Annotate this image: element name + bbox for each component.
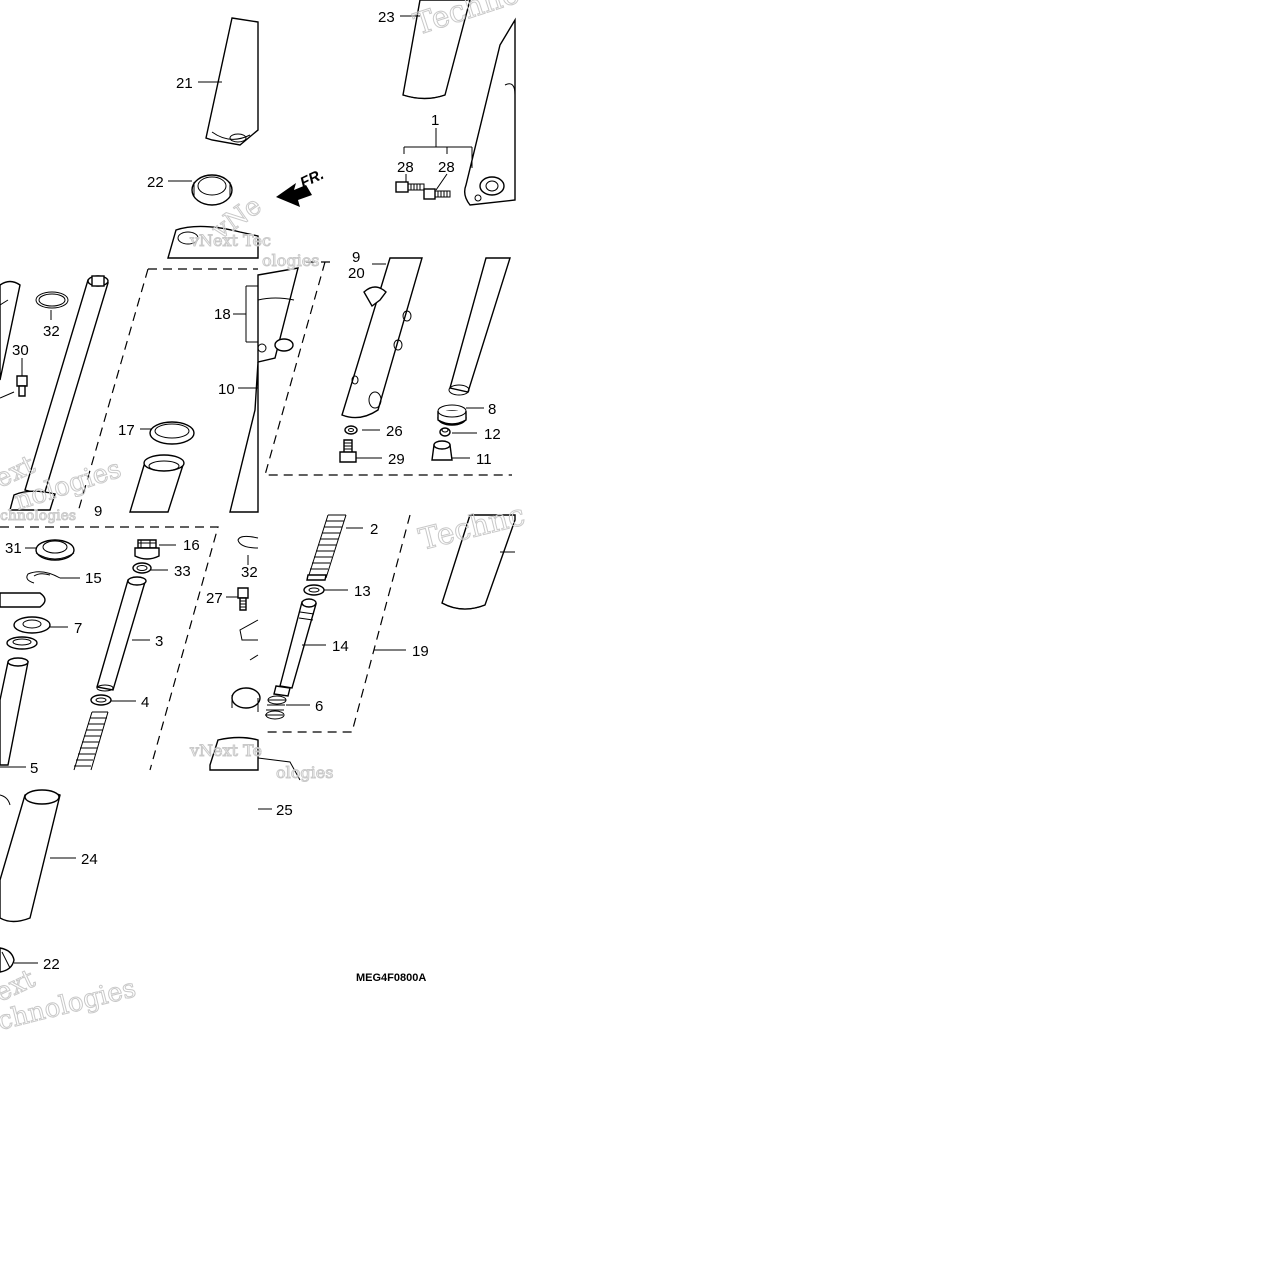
callout-16: 16 bbox=[183, 537, 200, 554]
callout-17: 17 bbox=[118, 422, 135, 439]
part-16-cap-bolt bbox=[134, 539, 160, 560]
watermark: vNext Te bbox=[189, 741, 262, 760]
callout-22-upper: 22 bbox=[147, 174, 164, 191]
part-22-bearing-lower bbox=[0, 947, 15, 973]
callout-1: 1 bbox=[431, 112, 439, 129]
part-17-seal bbox=[149, 421, 195, 445]
fork-outer-lower bbox=[239, 619, 259, 661]
watermark: ologies bbox=[276, 763, 333, 782]
watermarks: Techno vNe vNext Tec ologies ext nologie… bbox=[0, 0, 529, 1037]
callout-15: 15 bbox=[85, 570, 102, 587]
callout-labels: 23 21 1 28 28 22 FR. 20 9 18 32 30 10 8 … bbox=[5, 9, 501, 973]
callout-10: 10 bbox=[218, 381, 235, 398]
callout-25: 25 bbox=[276, 802, 293, 819]
callout-32-lower: 32 bbox=[241, 564, 258, 581]
callout-2: 2 bbox=[370, 521, 378, 538]
part-13-ring bbox=[303, 584, 325, 596]
part-2-spring bbox=[306, 514, 347, 581]
fork-cover-right-lower bbox=[441, 514, 516, 610]
callout-9-upper: 9 bbox=[352, 249, 360, 266]
part-8-collar bbox=[437, 404, 467, 426]
callout-19: 19 bbox=[412, 643, 429, 660]
callout-14: 14 bbox=[332, 638, 349, 655]
part-5-fork-tube bbox=[0, 657, 29, 766]
callout-20: 20 bbox=[348, 265, 365, 282]
bracket-1 bbox=[403, 128, 473, 168]
callout-18: 18 bbox=[214, 306, 231, 323]
part-4-washer bbox=[90, 694, 112, 706]
part-29-bolt bbox=[339, 439, 357, 463]
part-6-spring-small bbox=[265, 695, 287, 720]
part-oil-seal bbox=[0, 592, 46, 608]
callout-27: 27 bbox=[206, 590, 223, 607]
front-arrow-icon bbox=[276, 183, 312, 207]
watermark: ologies bbox=[262, 251, 319, 270]
bracket-bottom bbox=[209, 736, 301, 781]
fork-tube-right bbox=[448, 257, 511, 396]
callout-22-lower: 22 bbox=[43, 956, 60, 973]
part-15-clip bbox=[26, 571, 61, 584]
front-arrow-label: FR. bbox=[298, 166, 327, 192]
callout-11: 11 bbox=[476, 451, 492, 468]
part-10-fork-outer bbox=[229, 267, 299, 513]
bolt-28b bbox=[423, 188, 451, 200]
part-31-cap bbox=[35, 539, 75, 561]
part-32-o-ring-upper bbox=[35, 291, 69, 309]
part-11-piece bbox=[431, 440, 453, 461]
spring-lower bbox=[73, 711, 109, 771]
part-30-bolt bbox=[0, 375, 28, 399]
callout-21: 21 bbox=[176, 75, 193, 92]
part-14-rod bbox=[273, 598, 317, 697]
part-27-bolt bbox=[237, 587, 249, 611]
part-22-bearing-upper bbox=[191, 174, 233, 206]
fork-slider-middle bbox=[129, 454, 185, 513]
callout-8: 8 bbox=[488, 401, 496, 418]
bolt-28a bbox=[395, 181, 425, 193]
watermark: chnologies bbox=[0, 508, 76, 524]
part-21-fork-cover bbox=[205, 17, 259, 146]
callout-24: 24 bbox=[81, 851, 98, 868]
callout-6: 6 bbox=[315, 698, 323, 715]
part-9-fork-tube-left bbox=[9, 275, 109, 511]
part-26-washer bbox=[344, 425, 358, 435]
fork-bracket-top bbox=[167, 225, 259, 259]
part-7-washer bbox=[13, 616, 51, 634]
callout-7: 7 bbox=[74, 620, 82, 637]
callout-26: 26 bbox=[386, 423, 403, 440]
callout-12: 12 bbox=[484, 426, 501, 443]
callout-3: 3 bbox=[155, 633, 163, 650]
watermark: vNext Tec bbox=[189, 231, 271, 250]
callout-5: 5 bbox=[30, 760, 38, 777]
bracket-18 bbox=[245, 285, 258, 343]
callout-9-lower: 9 bbox=[94, 503, 102, 520]
callout-30: 30 bbox=[12, 342, 29, 359]
leader-lines bbox=[0, 15, 484, 964]
fork-outer-left-top bbox=[0, 280, 21, 381]
callout-23: 23 bbox=[378, 9, 395, 26]
callout-31: 31 bbox=[5, 540, 22, 557]
part-33-o-ring bbox=[132, 562, 152, 574]
fork-slider-upper bbox=[463, 17, 516, 206]
part-bearing-lower bbox=[231, 687, 261, 712]
part-ring-small bbox=[6, 636, 38, 650]
callout-13: 13 bbox=[354, 583, 371, 600]
group-box-upper-left bbox=[77, 268, 149, 513]
callout-28a: 28 bbox=[397, 159, 414, 176]
callout-33: 33 bbox=[174, 563, 191, 580]
part-23-fork-cover bbox=[402, 0, 471, 100]
part-3-spacer-tube bbox=[96, 576, 147, 692]
part-12-washer bbox=[439, 427, 451, 437]
callout-29: 29 bbox=[388, 451, 405, 468]
part-32-o-ring-lower bbox=[237, 535, 259, 549]
callout-32-upper: 32 bbox=[43, 323, 60, 340]
group-box-lower-left bbox=[0, 526, 219, 771]
diagram-code: MEG4F0800A bbox=[356, 972, 426, 984]
callout-4: 4 bbox=[141, 694, 149, 711]
part-24-fork-cover bbox=[0, 789, 61, 923]
part-20-fork-slider bbox=[341, 257, 423, 419]
callout-28b: 28 bbox=[438, 159, 455, 176]
